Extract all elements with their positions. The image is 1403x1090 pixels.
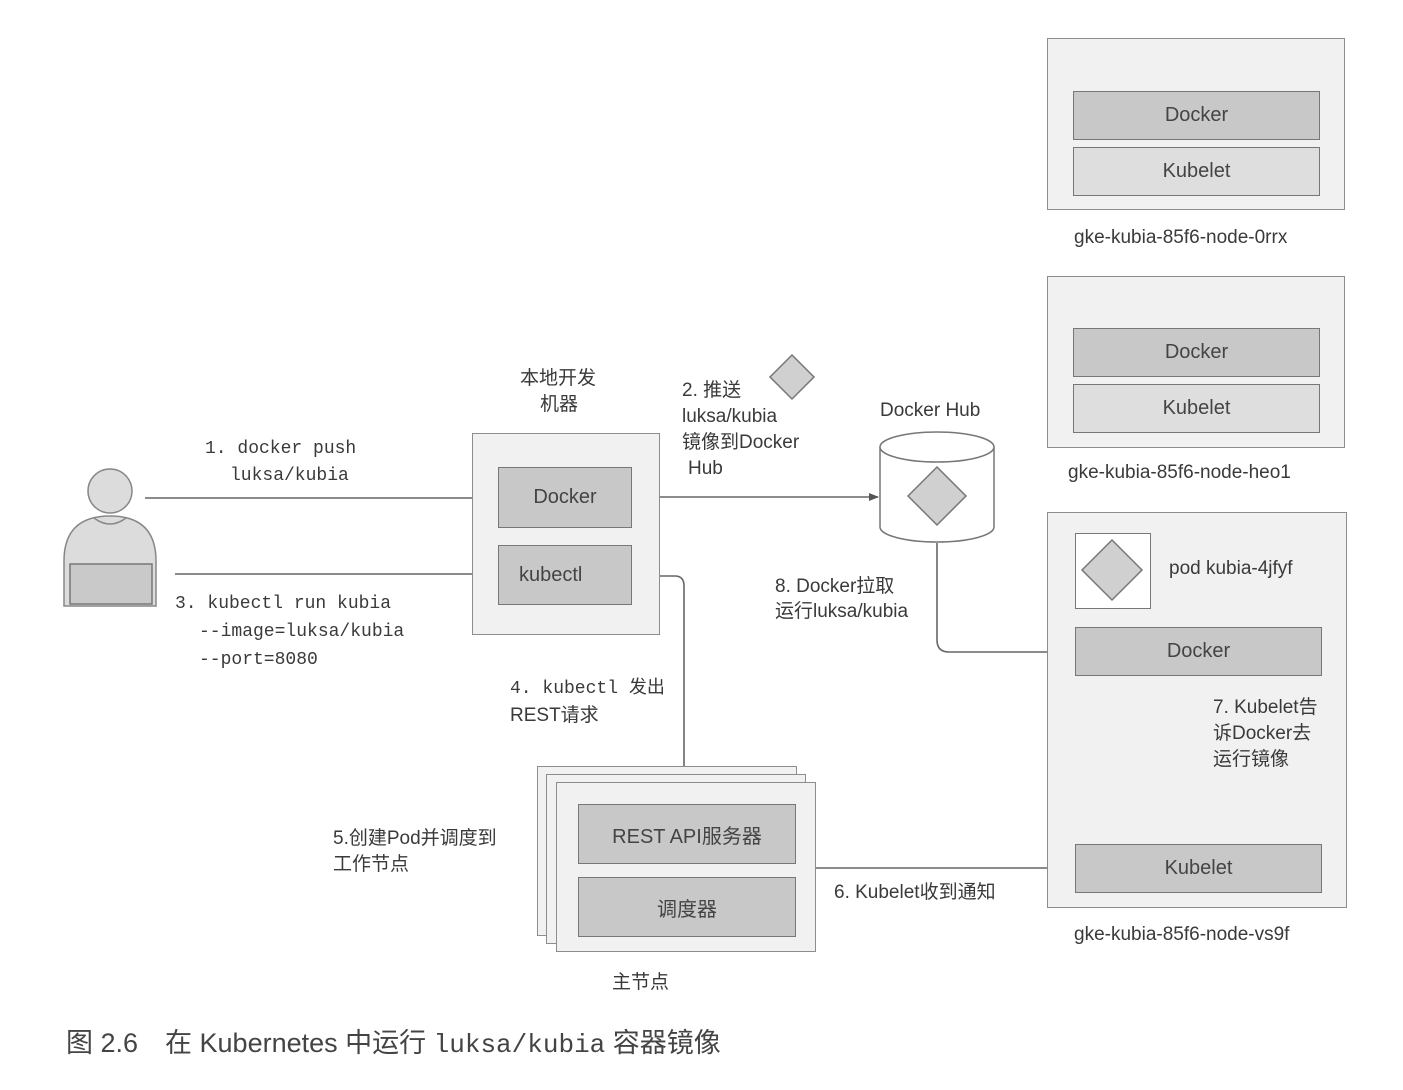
step7-label-line1: 7. Kubelet告 (1213, 697, 1318, 718)
figure-caption: 图 2.6 在 Kubernetes 中运行 luksa/kubia 容器镜像 (66, 1021, 721, 1060)
step4-label-line1: 4. kubectl 发出 (510, 679, 665, 699)
node-vs9f-kubelet-box: Kubelet (1075, 844, 1322, 893)
local-docker-box: Docker (498, 467, 632, 528)
node-heo1-name: gke-kubia-85f6-node-heo1 (1068, 462, 1291, 483)
arrow-pull (936, 543, 1072, 656)
arrow-rest-request (631, 575, 688, 787)
master-node-box: REST API服务器 调度器 (556, 782, 816, 952)
step2-label-line3: 镜像到Docker (682, 432, 800, 453)
node-heo1-docker-box: Docker (1073, 328, 1320, 377)
step2-label-line4: Hub (688, 458, 723, 479)
image-diamond-icon (768, 353, 816, 401)
pod-diamond-icon (1080, 538, 1144, 602)
node-vs9f-name: gke-kubia-85f6-node-vs9f (1074, 924, 1290, 945)
step2-label-line1: 2. 推送 (682, 380, 742, 401)
step3-label-line3: --port=8080 (199, 650, 318, 670)
node-0rrx-kubelet-box: Kubelet (1073, 147, 1320, 196)
master-node-title: 主节点 (612, 972, 670, 993)
step7-label-line3: 运行镜像 (1213, 749, 1290, 770)
step3-label-line2: --image=luksa/kubia (199, 622, 405, 642)
api-server-box: REST API服务器 (578, 804, 796, 864)
step6-label: 6. Kubelet收到通知 (834, 882, 996, 903)
step5-label-line1: 5.创建Pod并调度到 (333, 828, 497, 849)
step8-label-line2: 运行luksa/kubia (775, 601, 909, 622)
step1-label-line1: 1. docker push (205, 439, 357, 459)
node-vs9f-docker-box: Docker (1075, 627, 1322, 676)
worker-node-vs9f: pod kubia-4jfyf Docker 7. Kubelet告 诉Dock… (1047, 512, 1347, 908)
caption-prefix: 图 2.6 在 Kubernetes 中运行 (66, 1028, 434, 1058)
step3-label-line1: 3. kubectl run kubia (175, 594, 392, 614)
step8-label-line1: 8. Docker拉取 (775, 576, 895, 597)
local-kubectl-box: kubectl (498, 545, 632, 605)
local-machine-title-line2: 机器 (540, 394, 579, 415)
caption-suffix: 容器镜像 (605, 1028, 721, 1058)
scheduler-box: 调度器 (578, 877, 796, 937)
step4-label-line2: REST请求 (510, 705, 599, 726)
caption-code: luksa/kubia (433, 1030, 606, 1060)
local-machine-box: Docker kubectl (472, 433, 660, 635)
developer-icon (63, 468, 157, 607)
step1-label-line2: luksa/kubia (230, 466, 349, 486)
node-heo1-kubelet-box: Kubelet (1073, 384, 1320, 433)
docker-hub-title: Docker Hub (880, 400, 981, 421)
worker-node-heo1: Docker Kubelet (1047, 276, 1345, 448)
worker-node-0rrx: Docker Kubelet (1047, 38, 1345, 210)
node-0rrx-docker-box: Docker (1073, 91, 1320, 140)
pod-box (1075, 533, 1151, 609)
step7-label-line2: 诉Docker去 (1213, 723, 1312, 744)
step5-label-line2: 工作节点 (333, 854, 410, 875)
pod-name: pod kubia-4jfyf (1169, 558, 1293, 579)
docker-hub-database-icon (879, 431, 995, 543)
step2-label-line2: luksa/kubia (682, 406, 778, 427)
node-0rrx-name: gke-kubia-85f6-node-0rrx (1074, 227, 1288, 248)
local-machine-title-line1: 本地开发 (520, 368, 597, 389)
